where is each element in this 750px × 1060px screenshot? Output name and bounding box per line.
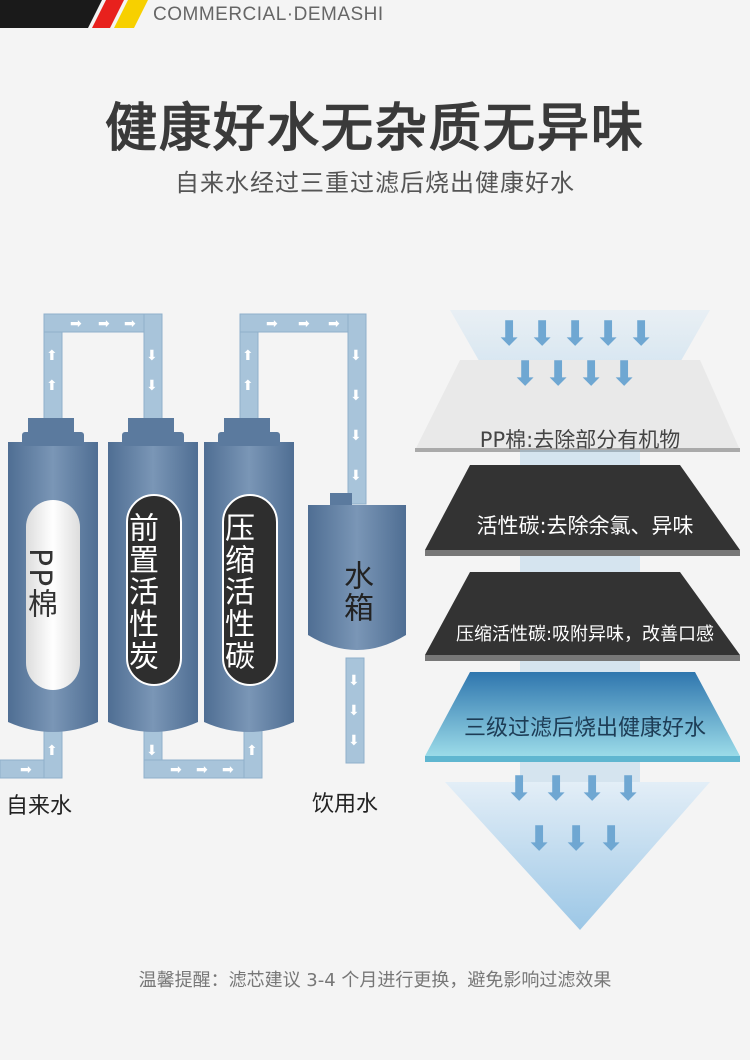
- svg-text:⬇: ⬇: [597, 819, 626, 859]
- outlet-label: 饮用水: [312, 792, 379, 817]
- svg-text:➡: ➡: [124, 316, 136, 332]
- svg-text:⬇: ⬇: [627, 314, 656, 354]
- svg-text:⬇: ⬇: [511, 354, 540, 394]
- svg-text:⬇: ⬇: [561, 314, 590, 354]
- filter-layers-graphic: ⬇⬇⬇⬇⬇ ⬇⬇⬇⬇ ⬇⬇⬇⬇ ⬇⬇⬇: [415, 310, 740, 930]
- layer-label-pp: PP棉:去除部分有机物: [479, 428, 681, 452]
- stripe-black: [0, 0, 102, 28]
- layer-clean-water: [425, 672, 740, 756]
- svg-text:⬆: ⬆: [246, 743, 258, 759]
- svg-text:⬇: ⬇: [525, 819, 554, 859]
- maintenance-tip: 温馨提醒：滤芯建议 3-4 个月进行更换，避免影响过滤效果: [138, 970, 612, 991]
- filter-label-pre-carbon: 前置活性炭: [123, 512, 158, 672]
- svg-text:⬇: ⬇: [350, 388, 362, 404]
- svg-text:⬇: ⬇: [495, 314, 524, 354]
- down-arrows: ⬇⬇⬇⬇⬇ ⬇⬇⬇⬇ ⬇⬇⬇⬇ ⬇⬇⬇: [495, 314, 656, 859]
- svg-text:➡: ➡: [98, 316, 110, 332]
- layer-pp: [415, 360, 740, 450]
- svg-text:➡: ➡: [170, 762, 182, 778]
- svg-text:⬇: ⬇: [350, 468, 362, 484]
- svg-text:⬇: ⬇: [542, 769, 571, 809]
- svg-text:⬆: ⬆: [46, 378, 58, 394]
- filter-compressed-carbon: [204, 418, 294, 732]
- svg-text:⬇: ⬇: [350, 348, 362, 364]
- svg-text:⬇: ⬇: [610, 354, 639, 394]
- svg-text:⬇: ⬇: [146, 348, 158, 364]
- svg-text:➡: ➡: [222, 762, 234, 778]
- svg-text:⬇: ⬇: [544, 354, 573, 394]
- svg-text:⬇: ⬇: [594, 314, 623, 354]
- inlet-label: 自来水: [6, 794, 73, 819]
- svg-text:⬇: ⬇: [350, 428, 362, 444]
- svg-text:⬇: ⬇: [146, 378, 158, 394]
- page-subtitle: 自来水经过三重过滤后烧出健康好水: [175, 169, 575, 197]
- water-tank: [308, 493, 406, 650]
- filter-label-pp: PP棉: [22, 548, 57, 621]
- svg-text:⬆: ⬆: [242, 378, 254, 394]
- pipes: [0, 313, 367, 779]
- filter-pp: [8, 418, 98, 732]
- filter-label-compressed-carbon: 压缩活性碳: [219, 512, 254, 672]
- svg-text:⬇: ⬇: [528, 314, 557, 354]
- svg-text:➡: ➡: [328, 316, 340, 332]
- svg-text:➡: ➡: [298, 316, 310, 332]
- layer-label-clean-water: 三级过滤后烧出健康好水: [463, 716, 706, 741]
- svg-text:⬇: ⬇: [614, 769, 643, 809]
- page-title: 健康好水无杂质无异味: [104, 99, 645, 159]
- brand-stripes: [0, 0, 148, 28]
- filtration-diagram: ⬆ ⬆ ➡ ➡ ➡ ⬇ ⬇ ⬆ ⬆ ➡ ➡ ➡ ⬇ ⬇ ⬇ ⬇ ➡ ⬆ ⬇ ➡ ➡ ➡ ⬆ ⬇ ⬇ ⬇: [0, 313, 406, 779]
- output-funnel: [445, 782, 710, 930]
- svg-text:⬇: ⬇: [562, 819, 591, 859]
- svg-text:⬇: ⬇: [505, 769, 534, 809]
- svg-text:⬆: ⬆: [46, 348, 58, 364]
- layer-label-compressed-carbon: 压缩活性碳:吸附异味，改善口感: [455, 624, 715, 645]
- flow-arrows: ⬆ ⬆ ➡ ➡ ➡ ⬇ ⬇ ⬆ ⬆ ➡ ➡ ➡ ⬇ ⬇ ⬇ ⬇ ➡ ⬆ ⬇ ➡ ➡ ➡ ⬆ ⬇ ⬇ ⬇: [20, 316, 362, 778]
- svg-text:⬆: ⬆: [46, 743, 58, 759]
- layer-compressed-carbon: [425, 572, 740, 655]
- layer-carbon: [425, 465, 740, 550]
- stripe-red: [92, 0, 124, 28]
- tank-label: 水箱: [338, 560, 373, 624]
- svg-text:⬇: ⬇: [348, 733, 360, 749]
- brand-name: COMMERCIAL·DEMASHI: [153, 4, 384, 25]
- svg-text:➡: ➡: [70, 316, 82, 332]
- svg-text:⬇: ⬇: [348, 703, 360, 719]
- svg-text:➡: ➡: [196, 762, 208, 778]
- filter-pre-carbon: [108, 418, 198, 732]
- stripe-yellow: [114, 0, 148, 28]
- svg-text:⬇: ⬇: [578, 769, 607, 809]
- svg-text:⬇: ⬇: [146, 743, 158, 759]
- svg-text:➡: ➡: [266, 316, 278, 332]
- svg-text:⬇: ⬇: [577, 354, 606, 394]
- svg-text:➡: ➡: [20, 762, 32, 778]
- svg-text:⬆: ⬆: [242, 348, 254, 364]
- layer-label-carbon: 活性碳:去除余氯、异味: [476, 514, 694, 538]
- svg-text:⬇: ⬇: [348, 673, 360, 689]
